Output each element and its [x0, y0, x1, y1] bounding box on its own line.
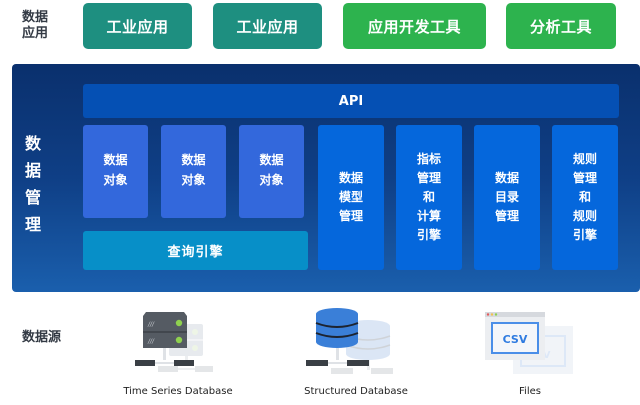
query-engine[interactable]: 查询引擎: [83, 231, 308, 270]
data-object-box[interactable]: 数据 对象: [239, 125, 304, 218]
data-object-label: 数据 对象: [181, 150, 205, 190]
data-apps-label-line1: 数据: [22, 10, 49, 25]
app-button-industrial-1[interactable]: 工业应用: [83, 3, 192, 49]
data-object-box[interactable]: 数据 对象: [161, 125, 226, 218]
data-object-label: 数据 对象: [259, 150, 283, 190]
data-object-line2: 对象: [103, 172, 128, 187]
data-object-box[interactable]: 数据 对象: [83, 125, 148, 218]
data-sources-label: 数据源: [22, 330, 62, 345]
module-label: 规则管理和规则引擎: [572, 152, 597, 242]
server-icon[interactable]: /// ///: [133, 308, 215, 378]
svg-text:///: ///: [147, 338, 155, 345]
data-object-line2: 对象: [259, 172, 284, 187]
app-button-analytics-tools[interactable]: 分析工具: [506, 3, 616, 49]
data-object-line1: 数据: [103, 152, 128, 167]
module-rule-management-engine[interactable]: 规则管理和规则引擎: [552, 125, 618, 270]
module-label: 数据模型管理: [338, 171, 363, 223]
source-caption-files: Files: [519, 386, 541, 397]
data-object-line2: 对象: [181, 172, 206, 187]
module-label: 指标管理和计算引擎: [416, 152, 441, 242]
csv-file-icon[interactable]: SV CSV: [483, 310, 575, 376]
svg-text:///: ///: [147, 321, 155, 328]
data-apps-label-line2: 应用: [22, 26, 49, 41]
data-object-line1: 数据: [181, 152, 206, 167]
module-metric-management-engine[interactable]: 指标管理和计算引擎: [396, 125, 462, 270]
module-data-model-management[interactable]: 数据模型管理: [318, 125, 384, 270]
app-button-industrial-2[interactable]: 工业应用: [213, 3, 322, 49]
source-caption-time-series: Time Series Database: [123, 386, 233, 397]
source-caption-structured: Structured Database: [304, 386, 408, 397]
data-object-label: 数据 对象: [103, 150, 127, 190]
api-layer[interactable]: API: [83, 84, 619, 118]
module-data-catalog-management[interactable]: 数据目录管理: [474, 125, 540, 270]
csv-icon-text: CSV: [503, 333, 528, 346]
app-button-dev-tools[interactable]: 应用开发工具: [343, 3, 486, 49]
data-management-label: 数据管理: [24, 134, 41, 234]
data-object-line1: 数据: [259, 152, 284, 167]
module-label: 数据目录管理: [494, 171, 519, 223]
data-apps-label: 数据 应用: [22, 10, 52, 42]
database-icon[interactable]: [305, 306, 395, 378]
